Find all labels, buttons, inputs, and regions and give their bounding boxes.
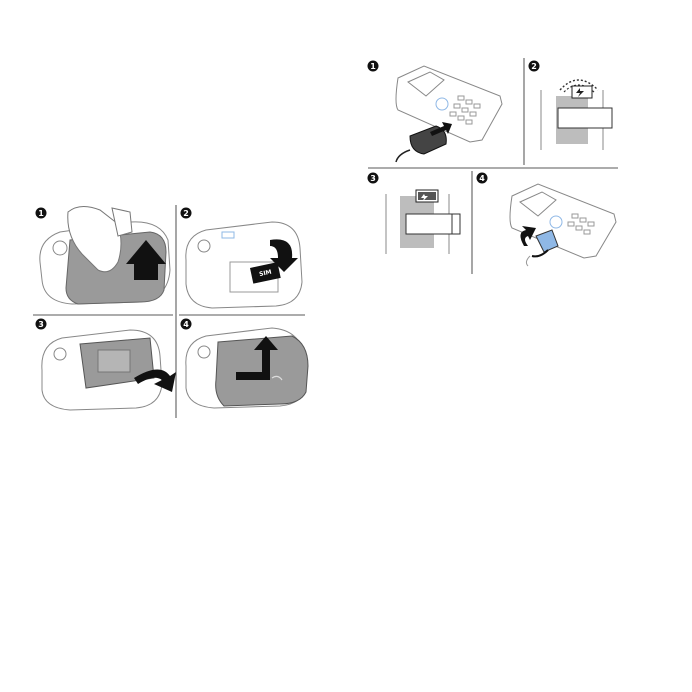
- step-2-badge: 2: [181, 208, 192, 219]
- charger-cable-illustration: [526, 256, 530, 266]
- charge-step-2-panel: 2: [529, 61, 613, 151]
- step-3-badge: 3: [36, 319, 47, 330]
- step-1-panel: 1: [36, 206, 171, 304]
- step-3-number: 3: [38, 320, 44, 329]
- charge-step-3-panel: 3: [368, 173, 461, 255]
- charge-step-1-badge: 1: [368, 61, 379, 72]
- charge-step-2-badge: 2: [529, 61, 540, 72]
- status-box-illustration: [558, 108, 612, 128]
- charge-step-4-panel: 4: [477, 173, 617, 267]
- sim-battery-figure: 1 2 SIM: [33, 205, 308, 418]
- charge-step-4-badge: 4: [477, 173, 488, 184]
- step-4-badge: 4: [181, 319, 192, 330]
- step-2-number: 2: [183, 209, 189, 218]
- step-3-panel: 3: [36, 319, 177, 411]
- charge-step-2-number: 2: [531, 62, 537, 71]
- step-2-panel: 2 SIM: [181, 208, 303, 309]
- charger-cable-illustration: [396, 150, 410, 162]
- step-1-number: 1: [38, 209, 44, 218]
- charge-step-4-number: 4: [479, 174, 485, 183]
- step-1-badge: 1: [36, 208, 47, 219]
- step-4-number: 4: [183, 320, 189, 329]
- tilt-arrow-icon: [532, 250, 548, 256]
- charge-step-1-panel: 1: [368, 61, 503, 163]
- charge-step-1-number: 1: [370, 62, 376, 71]
- charge-step-3-badge: 3: [368, 173, 379, 184]
- charge-step-3-number: 3: [370, 174, 376, 183]
- charging-figure: 1 2: [368, 58, 619, 274]
- phone-front-illustration: [510, 184, 616, 258]
- battery-label-illustration: [98, 350, 130, 372]
- step-4-panel: 4: [181, 319, 309, 409]
